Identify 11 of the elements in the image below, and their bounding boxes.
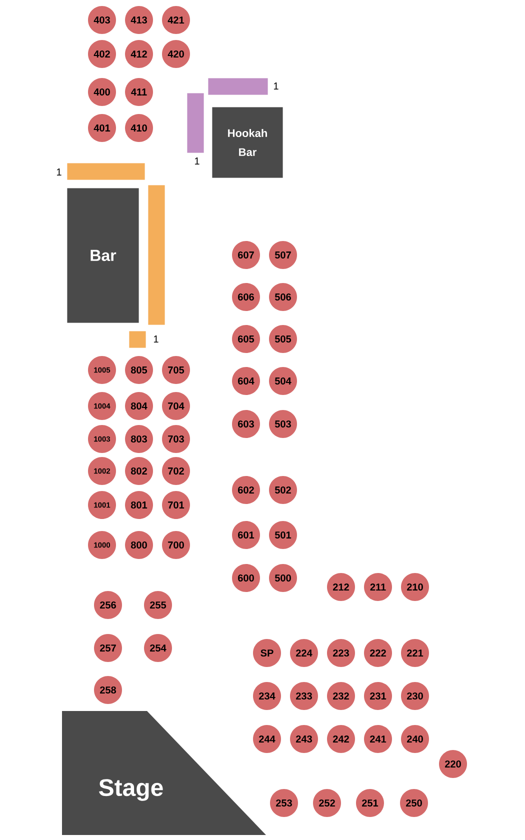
- seating-bar: [186, 92, 204, 154]
- seating-bar: [208, 78, 268, 96]
- count-label: 1: [57, 168, 62, 176]
- count-label: 1: [274, 82, 278, 90]
- count-label: 1: [154, 336, 158, 342]
- seating-bar: [128, 330, 146, 348]
- bar-area: Bar: [66, 188, 140, 324]
- seating-bar: [148, 184, 166, 326]
- count-label: 1: [195, 158, 200, 164]
- seating-bar: [66, 162, 146, 180]
- bar-area: Hookah Bar: [212, 106, 284, 178]
